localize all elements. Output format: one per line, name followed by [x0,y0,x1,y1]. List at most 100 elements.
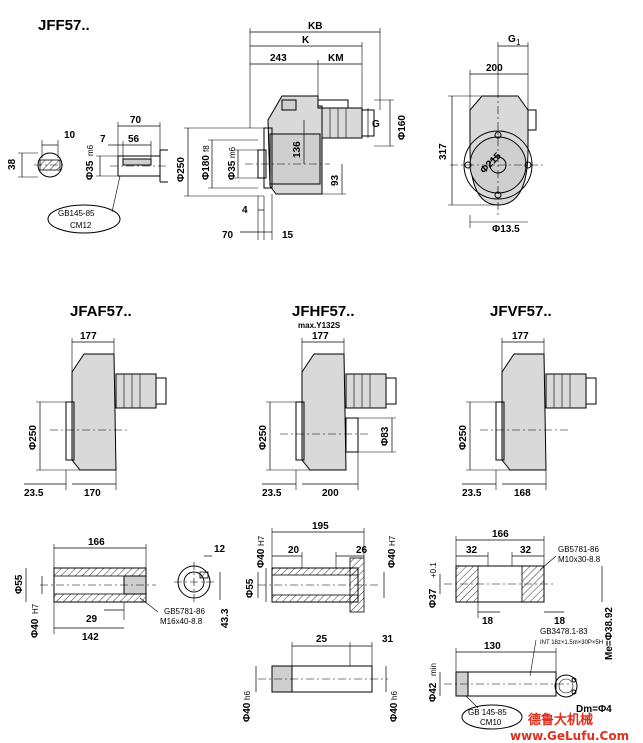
jfvf-dim-phi250: Φ250 [458,425,469,450]
jfhf-dim-phi83: Φ83 [380,426,391,446]
dim-38: 38 [7,158,18,170]
dim-g1: G [508,34,516,45]
jfaf-dim-phi55: Φ55 [14,574,25,594]
title-jfaf: JFAF57.. [70,303,132,320]
jfvf-gb3478: GB3478.1-83 [540,627,588,636]
dim-4: 4 [242,205,248,216]
jfhf-dim-195: 195 [312,521,329,532]
jfhf-dim-200: 200 [322,488,339,499]
dim-243: 243 [270,53,287,64]
jfvf-hollow-shaft: 166 32 32 18 18 Φ37 +0.1 GB5781-86 M10x3… [428,529,615,660]
jfvf-dim-phi42: Φ42 [428,682,439,702]
jfaf-dim-43-3: 43.3 [220,608,231,628]
jfaf-screw-std: GB5781-86 [164,607,205,616]
dim-317: 317 [438,143,449,160]
jfhf-customer-shaft: 25 31 Φ40 h6 Φ40 h6 [242,634,400,722]
dim-phi180-tol: f8 [202,145,211,152]
dim-g: G [372,119,380,130]
dim-phi13-5: Φ13.5 [492,224,520,235]
jfvf-dim-166: 166 [492,529,509,540]
jfvf-dim-phi37: Φ37 [428,588,439,608]
jfhf-housing [301,353,347,471]
dim-g1-sub: 1 [516,38,521,47]
jfvf-key-spec: CM10 [480,718,502,727]
dim-7: 7 [100,134,106,145]
jfaf-dim-177: 177 [80,331,97,342]
dim-phi160: Φ160 [397,115,408,140]
watermark-url: www.GeLufu.Com [510,729,629,743]
jfvf-housing [501,353,547,471]
jfaf-housing [71,353,117,471]
jff-end-view: Φ215 G 1 200 317 Φ13.5 [438,34,546,235]
dim-70: 70 [222,230,234,241]
shaft-keyway [122,158,152,166]
title-jfvf: JFVF57.. [490,303,552,320]
jfaf-screw-spec: M16x40-8.8 [160,617,203,626]
jfhf-dim-phi40a-tol: H7 [257,535,266,546]
jfhf-dim-phi40d-tol: h6 [390,691,399,700]
jfhf-hollow-shaft: 195 20 26 Φ40 H7 Φ55 Φ40 H7 [245,521,398,613]
jfhf-dim-phi40b-tol: H7 [388,535,397,546]
jfvf-spline-circle [554,674,578,698]
jfhf-dim-26: 26 [356,545,368,556]
jfaf-dim-phi40-tol: H7 [31,603,40,614]
jfvf-dim-177: 177 [512,331,529,342]
jfaf-dim-142: 142 [82,632,99,643]
dim-93: 93 [330,174,341,186]
jfvf-dim-32a: 32 [466,545,478,556]
dim-kb: KB [308,21,322,32]
jfhf-dim-phi40c-tol: h6 [243,691,252,700]
dim-phi250: Φ250 [176,157,187,182]
jfvf-motor [545,373,587,409]
title-jfhf-sub: max.Y132S [298,321,341,330]
dim-phi35-tol: m6 [228,146,237,158]
jfhf-dim-31: 31 [382,634,394,645]
jfhf-dim-phi40a: Φ40 [256,548,267,568]
jfhf-dim-phi40c: Φ40 [242,702,253,722]
jfaf-dim-12: 12 [214,544,226,555]
jfaf-motor [115,373,157,409]
title-jff: JFF57.. [38,17,90,34]
jfhf-dim-phi40b: Φ40 [387,548,398,568]
jfvf-dim-18b: 18 [554,616,566,627]
jfaf-dim-29: 29 [86,614,98,625]
jfvf-dim-168: 168 [514,488,531,499]
watermark-cn: 德鲁大机械 [528,712,593,728]
dim-10: 10 [64,130,76,141]
dim-136: 136 [292,141,303,158]
dim-200: 200 [486,63,503,74]
dim-70-shaft: 70 [130,115,142,126]
key-spec-label: CM12 [70,221,92,230]
jfhf-dim-20: 20 [288,545,300,556]
jfvf-key-std: GB 145-85 [468,708,507,717]
jfhf-dim-23-5: 23.5 [262,488,282,499]
dim-phi35-shaft-tol: m6 [86,144,95,156]
jfaf-hollow-shaft: 166 Φ55 Φ40 H7 29 142 GB5781-86 M16x40-8… [14,537,231,643]
dim-k: K [302,35,310,46]
jff-shaft-detail: 38 10 70 56 7 Φ35 m6 GB145-85 CM [7,115,168,234]
jfhf-dim-phi40d: Φ40 [389,702,400,722]
jfvf-screw-std: GB5781-86 [558,545,599,554]
jfhf-dim-25: 25 [316,634,328,645]
dim-km: KM [328,53,344,64]
jfaf-side-view: 177 Φ250 23.5 170 [24,331,167,499]
jfvf-dim-23-5: 23.5 [462,488,482,499]
jfaf-dim-23-5: 23.5 [24,488,44,499]
dim-phi180: Φ180 [201,155,212,180]
jfvf-screw-spec: M10x30-8.8 [558,555,601,564]
jfvf-customer-shaft: 130 Φ42 min GB3478.1-83 INT 18z×1.5m×30P… [428,627,612,730]
jfvf-dim-phi42-tol: min [429,663,438,676]
jfvf-dim-130: 130 [484,641,501,652]
motor-body [321,107,363,139]
jfvf-dim-18a: 18 [482,616,494,627]
jfhf-dim-phi250: Φ250 [258,425,269,450]
jfhf-motor [345,373,387,409]
title-jfhf: JFHF57.. [292,303,355,320]
jfvf-gb3478-spec: INT 18z×1.5m×30P×5H [540,640,603,646]
jfhf-dim-phi55: Φ55 [245,578,256,598]
jfhf-side-view: 177 Φ250 Φ83 23.5 200 [258,331,397,499]
jfvf-side-view: 177 Φ250 23.5 168 [458,331,597,499]
jfvf-dim-32b: 32 [520,545,532,556]
jff-side-view: KB K 243 KM G Φ160 Φ250 Φ180 f8 Φ [176,21,408,241]
